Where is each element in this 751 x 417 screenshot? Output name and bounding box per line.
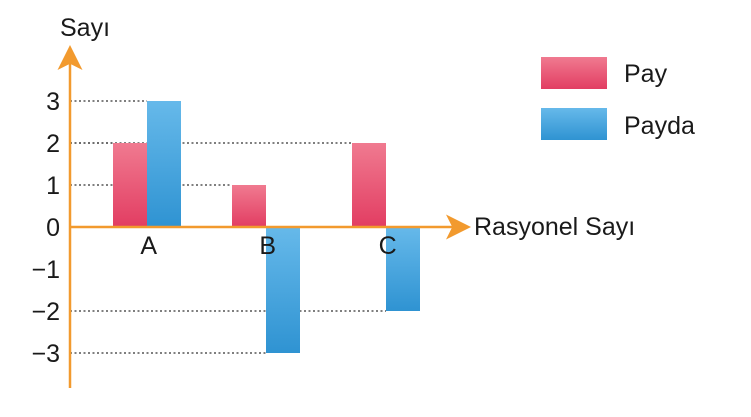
bar-pay-b — [232, 185, 266, 227]
y-tick-label: 1 — [46, 172, 60, 200]
y-tick-label: −2 — [31, 298, 60, 326]
x-tick-labels: A B C — [140, 232, 396, 260]
x-tick-label: B — [259, 232, 276, 260]
x-axis-label: Rasyonel Sayı — [474, 213, 635, 241]
y-tick-label: −3 — [31, 340, 60, 368]
legend-label-pay: Pay — [624, 60, 668, 88]
y-tick-labels: 3 2 1 0 −1 −2 −3 — [31, 88, 60, 368]
x-tick-label: A — [140, 232, 157, 260]
legend: Pay Payda — [541, 57, 695, 140]
y-tick-label: −1 — [31, 256, 60, 284]
x-tick-label: C — [379, 232, 397, 260]
legend-swatch-pay — [541, 57, 607, 89]
y-tick-label: 2 — [46, 130, 60, 158]
y-axis-label: Sayı — [60, 14, 110, 42]
y-tick-label: 0 — [46, 214, 60, 242]
bar-pay-a — [113, 143, 147, 227]
y-tick-label: 3 — [46, 88, 60, 116]
legend-swatch-payda — [541, 108, 607, 140]
bar-payda-c — [386, 227, 420, 311]
bar-pay-c — [352, 143, 386, 227]
bar-payda-a — [147, 101, 181, 227]
bars — [113, 101, 420, 353]
bar-payda-b — [266, 227, 300, 353]
legend-label-payda: Payda — [624, 112, 695, 140]
